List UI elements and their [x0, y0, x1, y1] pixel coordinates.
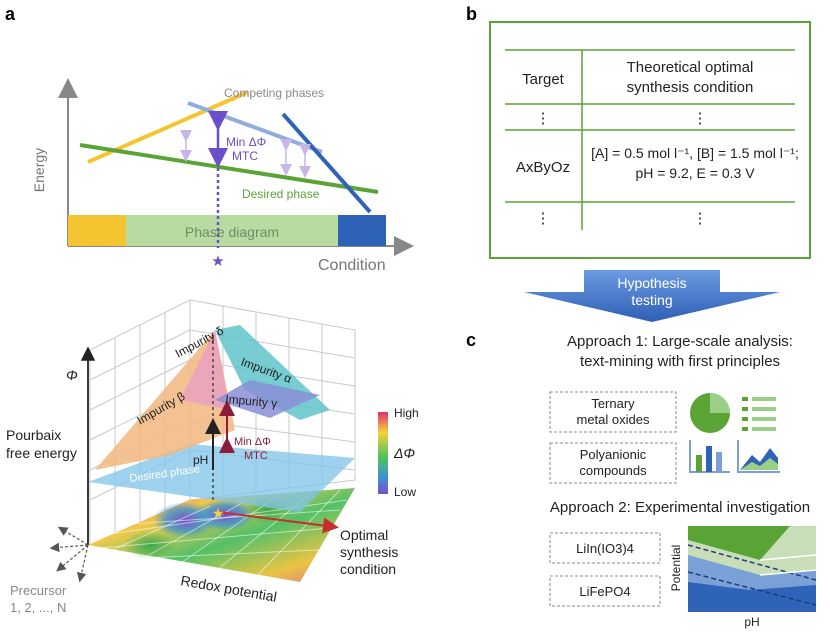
floor-grid [99, 489, 348, 579]
ellipsis-row1-col1: ⋮ [536, 110, 551, 127]
precursor-arrow-1 [49, 542, 89, 553]
impurity-pink-surface [180, 330, 230, 410]
approach1-line-1: Approach 1: Large-scale analysis: [567, 333, 793, 350]
area-chart-icon [737, 440, 780, 473]
precursor-label-2: 1, 2, ..., N [10, 600, 66, 615]
box-ternary [549, 391, 677, 433]
bar-chart-icon [689, 440, 730, 473]
optimal-label-2: synthesis [340, 544, 398, 560]
desired-label: Desired phase [242, 187, 320, 201]
phase-plot: Energy Condition Phase diagram ★ Competi… [31, 78, 414, 274]
mini-pourbaix [687, 526, 817, 612]
blue-phase-line [281, 112, 372, 214]
mtc-star: ★ [211, 253, 224, 270]
approach2-label: Approach 2: Experimental investigation [550, 499, 810, 516]
colorbar [378, 412, 388, 494]
colorbar-mid: ΔΦ [393, 445, 415, 461]
condition-axis-label: Condition [318, 257, 386, 274]
box-ternary-line-1: Ternary [591, 396, 635, 411]
list-icon [742, 397, 776, 431]
ellipsis-row3-col1: ⋮ [536, 210, 551, 227]
mtc-3d-label: MTC [244, 450, 268, 462]
colorbar-low: Low [394, 485, 416, 499]
approach1-line-2: text-mining with first principles [580, 353, 780, 370]
box-polyanionic [549, 442, 677, 484]
optimal-star: ★ [212, 505, 225, 521]
phase-bar-yellow [68, 215, 126, 246]
ph-3d-label: pH [193, 453, 208, 467]
header-condition-1: Theoretical optimal [627, 59, 754, 76]
precursor-label-1: Precursor [10, 583, 67, 598]
precursor-arrow-2 [56, 544, 89, 572]
impurity-gamma-surface [215, 380, 320, 418]
impurity-gamma-label: Impurity γ [225, 392, 278, 410]
phi-axis-label: Φ [66, 367, 78, 383]
pourbaix-3d: Desired phase ★ Impurity δ Impurity α Im… [6, 299, 419, 615]
optimal-label-1: Optimal [340, 527, 388, 543]
panel-c-letter: c [466, 330, 476, 350]
energy-axis-label: Energy [31, 148, 47, 192]
floor-blob-2 [195, 499, 255, 531]
hypothesis-arrow: Hypothesis testing [524, 270, 780, 322]
panel-a-letter: a [5, 4, 16, 24]
box-liin-label: LiIn(IO3)4 [576, 541, 634, 556]
mtc-label: MTC [232, 149, 258, 163]
target-table: Target Theoretical optimal synthesis con… [489, 21, 811, 259]
box-lifepo4-label: LiFePO4 [579, 584, 630, 599]
precursor-arrow-3 [76, 544, 89, 583]
pie-chart-icon [690, 393, 730, 433]
min-delta-3d-label: Min ΔΦ [234, 436, 271, 448]
box-liin [549, 532, 661, 564]
condition-line-2: pH = 9.2, E = 0.3 V [635, 165, 755, 181]
box-polyanionic-line-1: Polyanionic [580, 447, 647, 462]
header-target: Target [522, 71, 565, 88]
desired-plane [88, 444, 355, 512]
redox-label: Redox potential [179, 572, 278, 605]
optimal-arrow [217, 511, 339, 534]
box-ternary-line-2: metal oxides [577, 412, 650, 427]
header-condition-2: synthesis condition [627, 79, 754, 96]
desired-phase-line [79, 143, 379, 194]
optimal-label-3: condition [340, 561, 396, 577]
ellipsis-row3-col2: ⋮ [693, 210, 708, 227]
hypothesis-arrow-shape [524, 270, 780, 322]
hypothesis-line-2: testing [631, 292, 672, 308]
competing-label: Competing phases [224, 86, 324, 100]
table-frame [489, 21, 811, 259]
target-formula: AxByOz [516, 159, 570, 176]
pourbaix-label-1: Pourbaix [6, 427, 61, 443]
min-delta-label: Min ΔΦ [226, 135, 266, 149]
box-lifepo4 [549, 575, 661, 607]
panel-b-letter: b [466, 4, 477, 24]
mini-ph-label: pH [744, 615, 759, 629]
precursor-arrow-4 [57, 526, 89, 546]
box-polyanionic-line-2: compounds [579, 463, 647, 478]
phase-bar-blue [338, 215, 386, 246]
condition-line-1: [A] = 0.5 mol l⁻¹, [B] = 1.5 mol l⁻¹; [591, 145, 799, 161]
pourbaix-label-2: free energy [6, 445, 77, 461]
colorbar-high: High [394, 406, 419, 420]
mini-potential-label: Potential [669, 545, 683, 592]
floor-blob-4 [124, 531, 176, 559]
ellipsis-row1-col2: ⋮ [693, 110, 708, 127]
hypothesis-line-1: Hypothesis [617, 275, 686, 291]
phase-diagram-label: Phase diagram [185, 224, 279, 240]
phase-bar-green [126, 215, 338, 246]
